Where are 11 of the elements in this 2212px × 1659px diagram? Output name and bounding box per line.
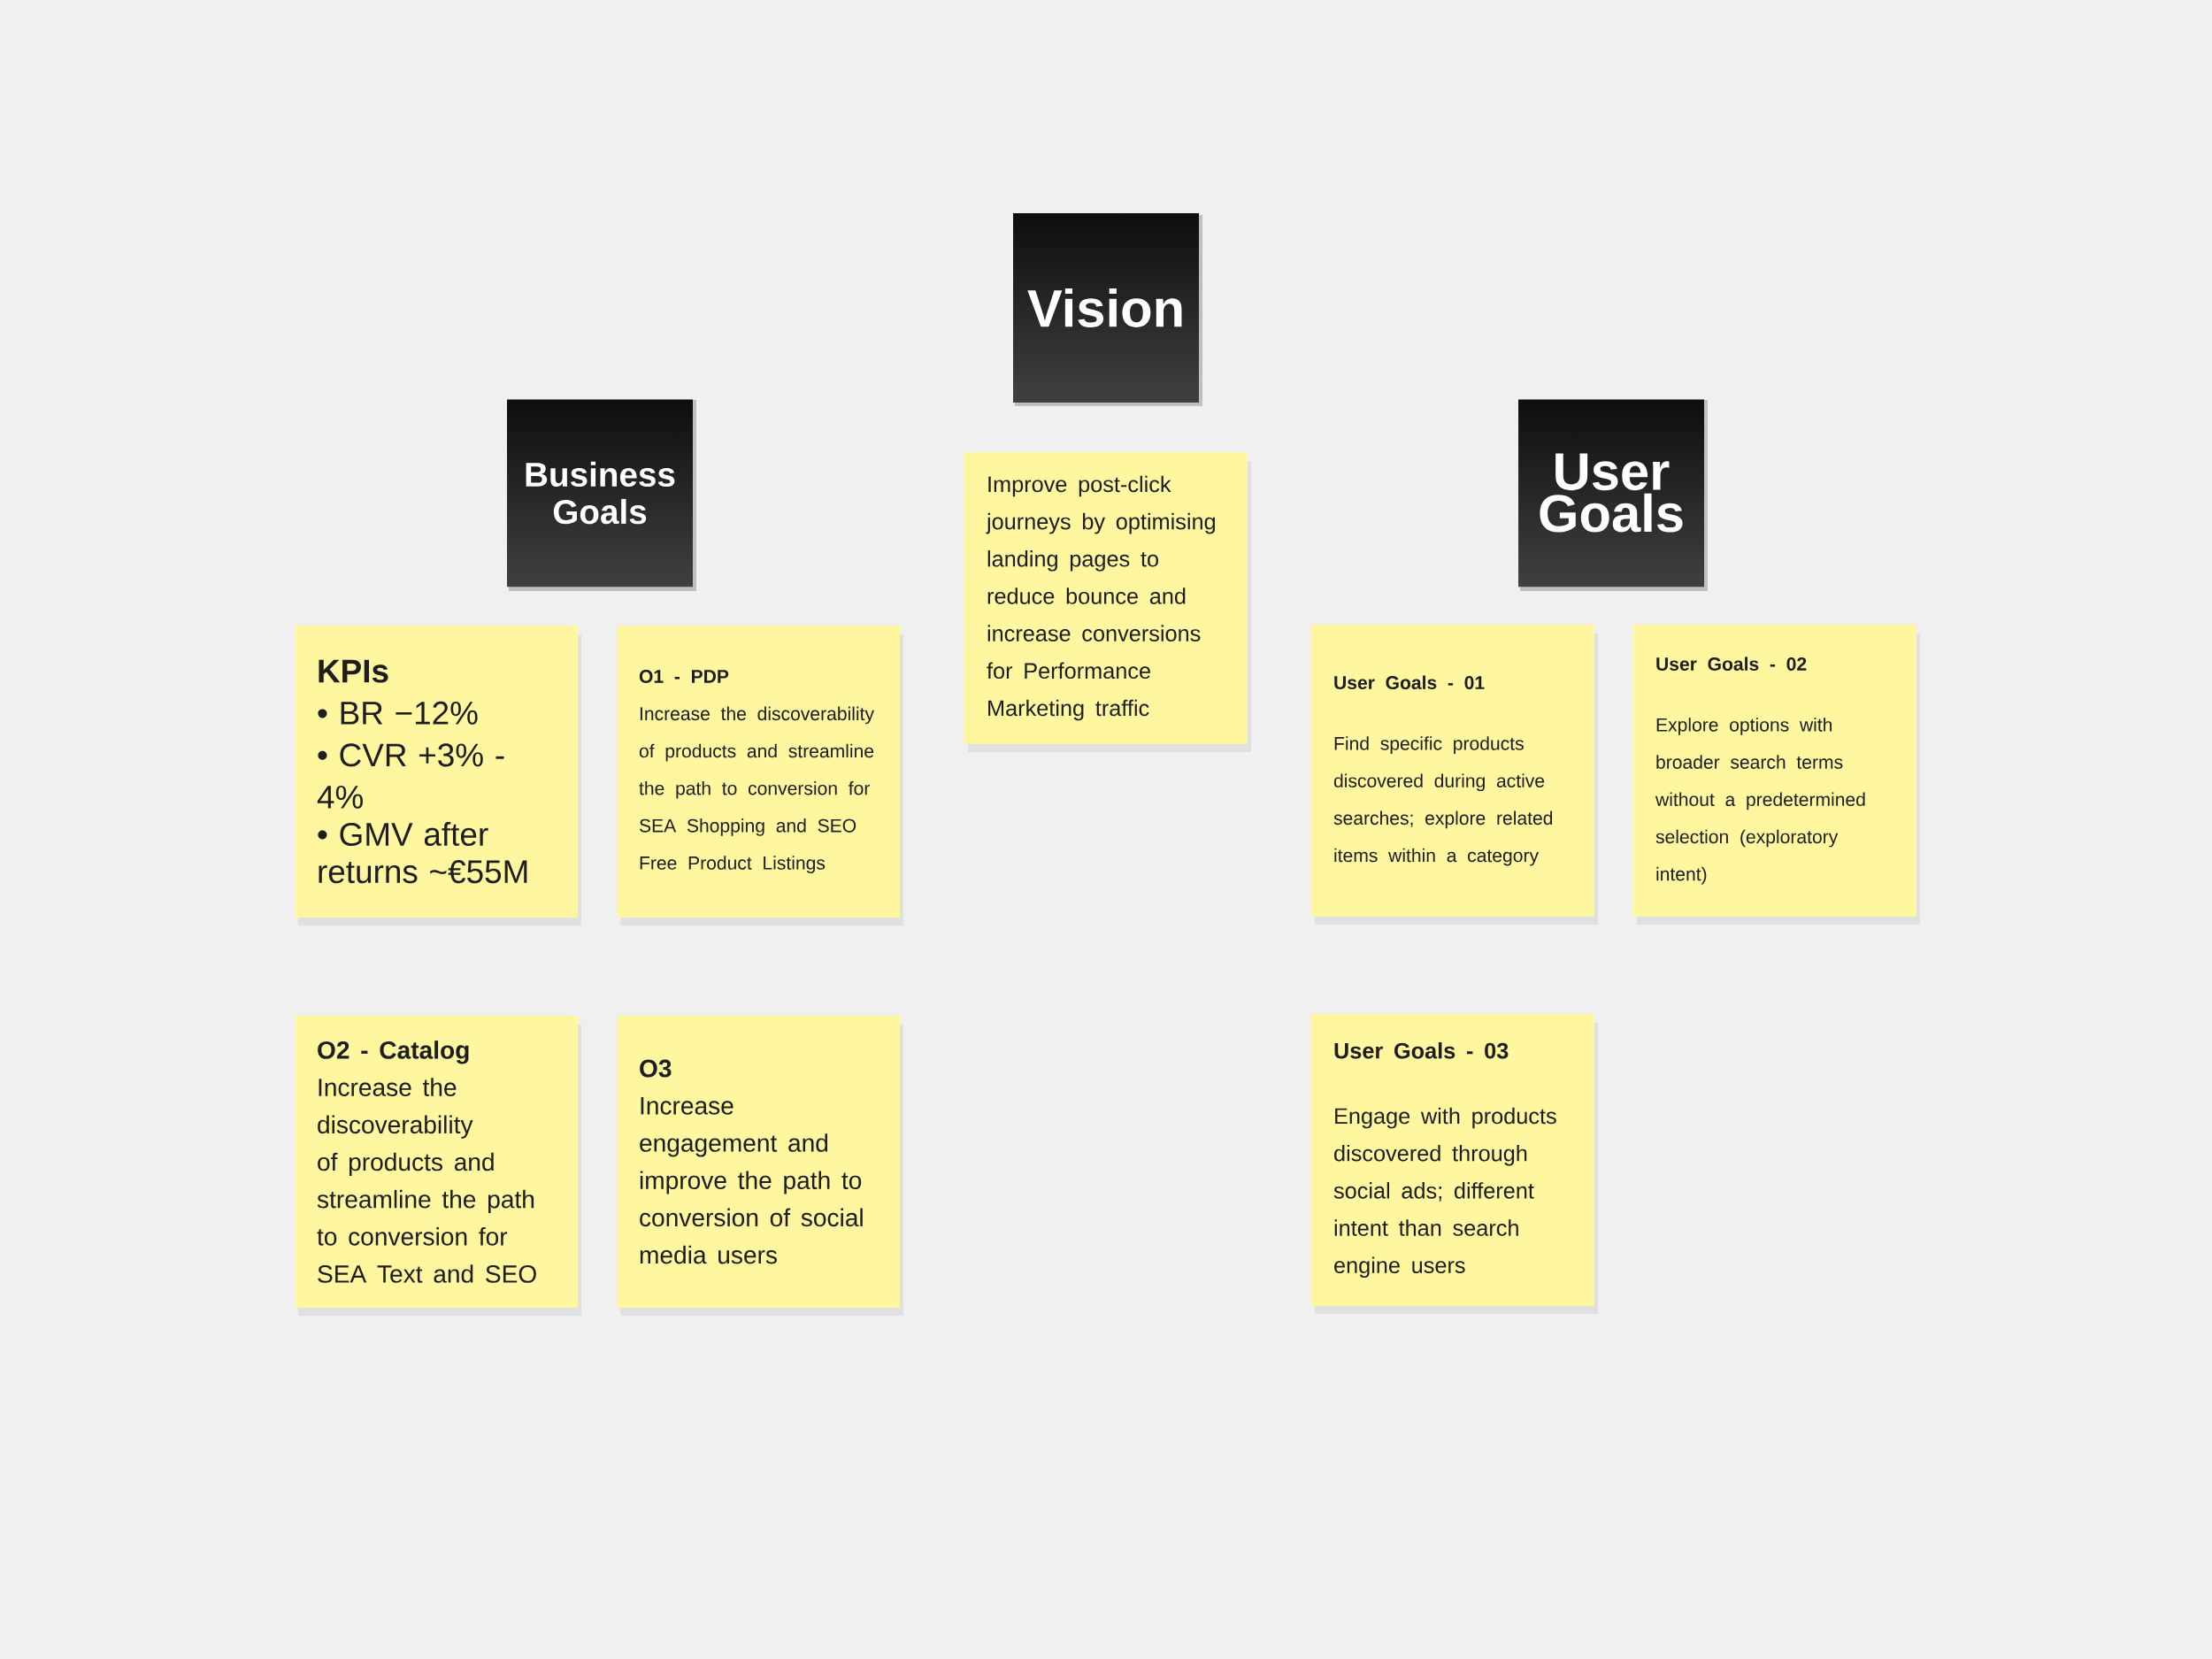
sticky-note: O2 - Catalog Increase the discoverability of products and streamline the path to conversion for SEA Text and SEO (295, 1016, 581, 1316)
sticky-note: User Goals - 03 Engage with products discovered through social ads; different intent than search engine users (1311, 1014, 1598, 1314)
sticky-note: Improve post-click journeys by optimising landing pages to reduce bounce and increase conversions for Performance Marketing traffic (964, 452, 1251, 752)
header-box: Vision (1013, 213, 1202, 406)
sticky-note: O3 Increase engagement and improve the path to conversion of social media users (617, 1016, 903, 1316)
sticky-note: User Goals - 02 Explore options with broader search terms without a predetermined selection (exploratory intent) (1633, 625, 1921, 925)
sticky-note: KPIs • BR −12% • CVR +3% - 4% • GMV after returns ~€55M (295, 626, 581, 926)
header-box: Business Goals (507, 399, 696, 591)
sticky-note: O1 - PDP Increase the discoverability of products and streamline the path to conversion for SEA Shopping and SEO Free Product Listings (617, 626, 903, 926)
header-box: User Goals (1518, 399, 1709, 591)
sticky-note: User Goals - 01 Find specific products discovered during active searches; explore related items within a category (1311, 625, 1598, 925)
